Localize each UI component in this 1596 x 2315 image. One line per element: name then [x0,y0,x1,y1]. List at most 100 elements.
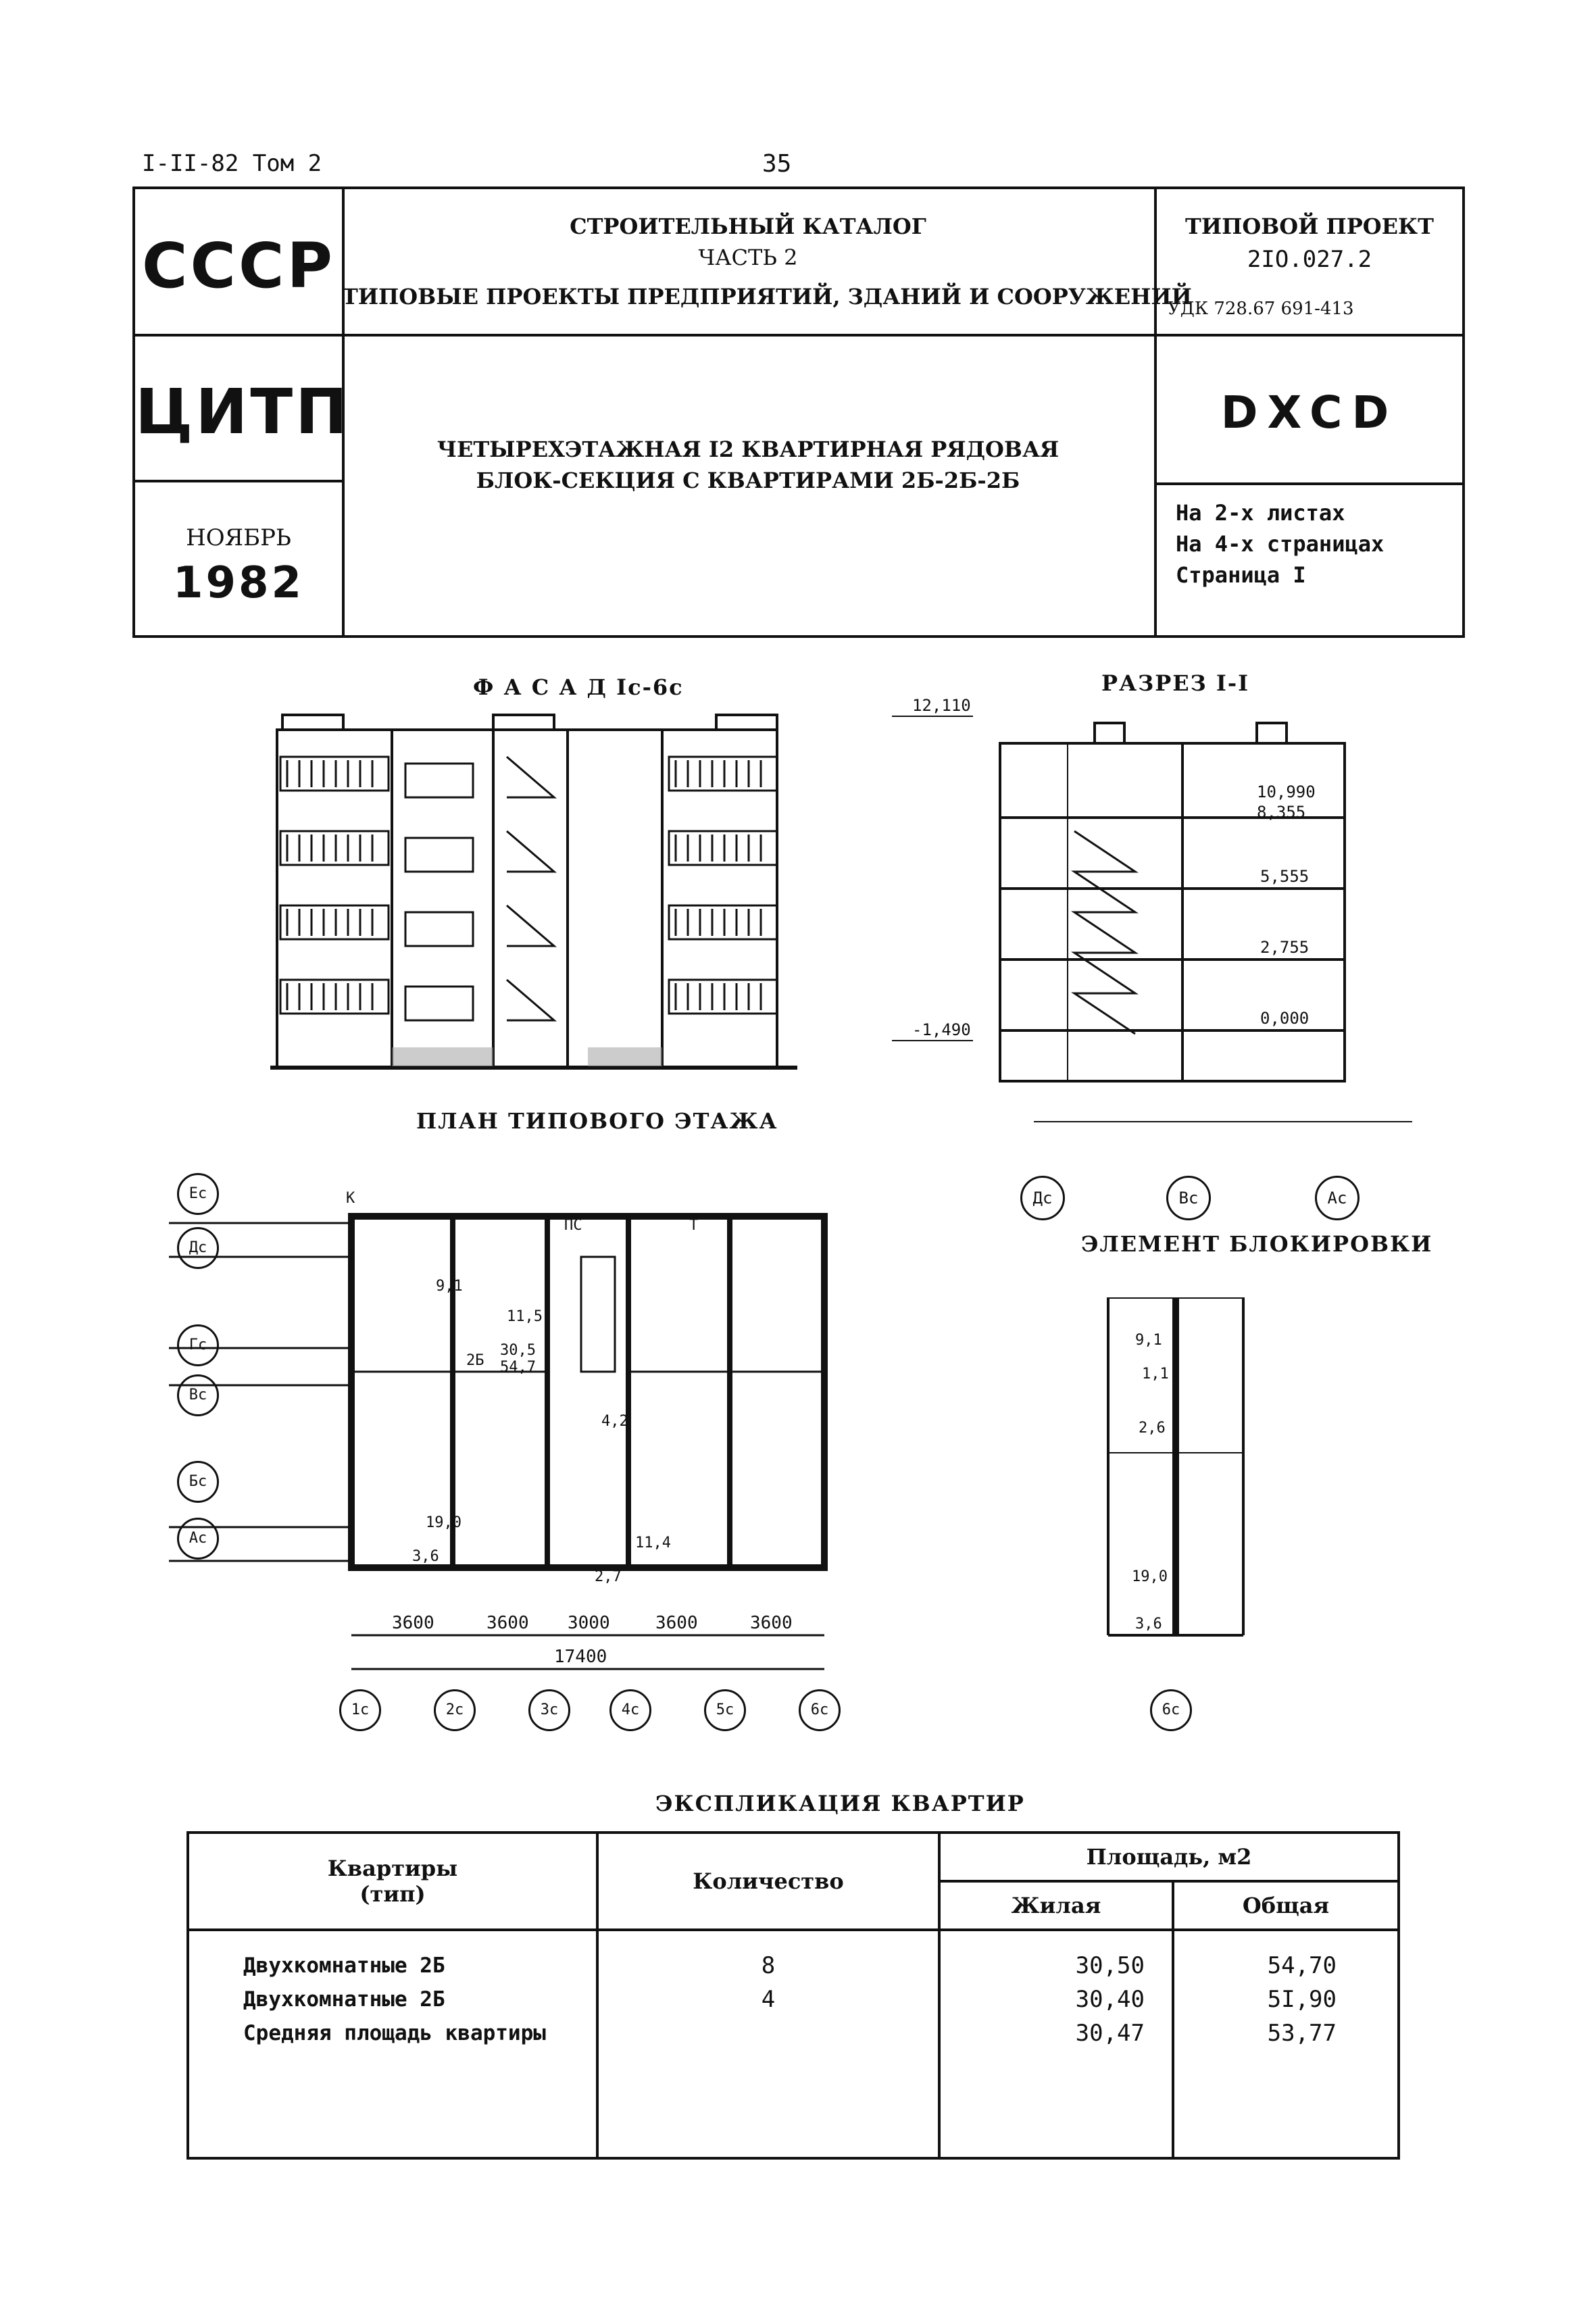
level-5555: 5,555 [1260,867,1309,886]
axis-bubble-6c-element: 6с [1150,1689,1192,1731]
plan-drawing: 9,1 11,5 30,5 54,7 2Б 4,2 19,0 3,6 11,4 … [169,1190,828,1670]
row-type: Двухкомнатные 2Б [243,1987,445,2012]
explication-table: Квартиры (тип) Количество Площадь, м2 Жи… [186,1831,1400,2160]
row-count: 8 [761,1952,776,1979]
plan-area-room-mid: 11,4 [635,1535,671,1551]
facade-stair [506,978,557,1022]
plan-span-5: 3600 [750,1613,793,1633]
row-total: 54,70 [1267,1952,1337,1979]
facade-balcony [279,904,390,941]
level-bottom: -1,490 [912,1020,971,1039]
axis-bubble-6c: 6с [799,1689,841,1731]
element-drawing: 9,1 1,1 2,6 19,0 3,6 [1107,1297,1245,1637]
column-living: 30,50 30,40 30,47 [938,1928,1174,2160]
axis-bubble-dc: Дс [1020,1176,1065,1220]
header-type: Квартиры (тип) [186,1831,599,1931]
row-type: Двухкомнатные 2Б [243,1953,445,1978]
plan-label-k: К [346,1190,355,1207]
axis-bubble-1c: 1с [339,1689,381,1731]
header-count: Количество [596,1831,941,1931]
month: НОЯБРЬ [186,524,291,551]
plan-area-room-left: 19,0 [426,1514,462,1531]
series-label: I-II-82 Том 2 [142,150,322,177]
project-title-line-1: ЧЕТЫРЕХЭТАЖНАЯ I2 КВАРТИРНАЯ РЯДОВАЯ [437,437,1059,462]
axis-bubble-gc: Гс [177,1324,219,1366]
row-count: 4 [761,1986,776,2013]
section-drawing: 12,110 10,990 8,355 5,555 2,755 0,000 -1… [892,696,1412,1122]
facade-balcony [668,904,778,941]
axis-bubble-ec: Ес [177,1173,219,1215]
facade-stair [506,830,557,873]
plan-span-1: 3600 [392,1613,434,1633]
axis-bubble-ac-plan: Ас [177,1518,219,1560]
plan-area-total: 54,7 [500,1359,536,1376]
plan-span-2: 3600 [487,1613,529,1633]
element-area-room: 19,0 [1132,1568,1168,1585]
row-total: 5I,90 [1267,1986,1337,2013]
plan-span-3: 3000 [568,1613,610,1633]
sheets-count: На 2-х листах [1176,500,1345,526]
axis-bubble-bc: Бс [177,1461,219,1503]
facade-drawing [270,714,797,1070]
axis-bubble-vc-plan: Вс [177,1374,219,1416]
element-area-kitchen: 9,1 [1135,1332,1162,1349]
level-2755: 2,755 [1260,938,1309,957]
project-label: ТИПОВОЙ ПРОЕКТ [1185,214,1434,239]
level-top: 12,110 [912,696,971,715]
axis-bubble-dc-plan: Дс [177,1227,219,1269]
project-number: 2IO.027.2 [1247,246,1372,273]
facade-title: Ф А С А Д Iс-6с [473,674,684,700]
row-living: 30,40 [1075,1986,1145,2013]
current-page: Страница I [1176,562,1306,588]
row-living: 30,50 [1075,1952,1145,1979]
facade-stair [506,755,557,799]
org-citp: ЦИТП [135,376,351,448]
element-title: ЭЛЕМЕНТ БЛОКИРОВКИ [1081,1231,1433,1257]
axis-bubble-4c: 4с [609,1689,651,1731]
row-living: 30,47 [1075,2020,1145,2047]
plan-span-4: 3600 [655,1613,698,1633]
plan-area-hall-left: 11,5 [507,1308,543,1325]
element-area-wc: 1,1 [1142,1366,1169,1383]
title-block: СССР ЦИТП НОЯБРЬ 1982 СТРОИТЕЛЬНЫЙ КАТАЛ… [132,186,1465,638]
plan-area-living: 30,5 [500,1342,536,1359]
pages-count: На 4-х страницах [1176,531,1385,557]
org-ussr: СССР [142,230,335,302]
element-area-balcony: 3,6 [1135,1616,1162,1633]
plan-area-loggia: 2,7 [595,1568,622,1585]
explication-title: ЭКСПЛИКАЦИЯ КВАРТИР [655,1791,1025,1816]
plan-flat-type: 2Б [466,1352,484,1369]
facade-window [404,985,474,1022]
header-area: Площадь, м2 [938,1831,1400,1883]
year: 1982 [172,558,305,608]
axis-bubble-3c: 3с [528,1689,570,1731]
plan-area-balcony-left: 3,6 [412,1548,439,1565]
plan-area-kitchen-left: 9,1 [436,1278,463,1295]
axis-bubble-5c: 5с [704,1689,746,1731]
row-type: Средняя площадь квартиры [243,2021,546,2045]
facade-window [404,837,474,873]
udk-code: УДК 728.67 691-413 [1168,299,1354,319]
axis-bubble-ac: Ас [1315,1176,1360,1220]
level-8355: 8,355 [1257,803,1305,822]
facade-balcony [279,978,390,1015]
row-total: 53,77 [1267,2020,1337,2047]
facade-balcony [668,830,778,866]
project-title-line-2: БЛОК-СЕКЦИЯ С КВАРТИРАМИ 2Б-2Б-2Б [476,468,1020,493]
header-total: Общая [1172,1880,1400,1931]
level-10990: 10,990 [1257,782,1316,801]
row-count [599,2016,937,2050]
plan-title: ПЛАН ТИПОВОГО ЭТАЖА [416,1108,778,1134]
axis-bubble-vc: Вс [1166,1176,1211,1220]
element-area-bath: 2,6 [1139,1420,1166,1437]
plan-label-ps: ПС [564,1217,582,1234]
plan-area-bath: 4,2 [601,1413,628,1430]
facade-window [404,911,474,947]
column-counts: 8 4 [596,1928,941,2160]
facade-stair [506,904,557,947]
facade-balcony [279,830,390,866]
catalog-line-2: ЧАСТЬ 2 [698,245,798,270]
axis-bubble-2c: 2с [434,1689,476,1731]
facade-balcony [279,755,390,792]
plan-label-t: Т [689,1217,698,1234]
